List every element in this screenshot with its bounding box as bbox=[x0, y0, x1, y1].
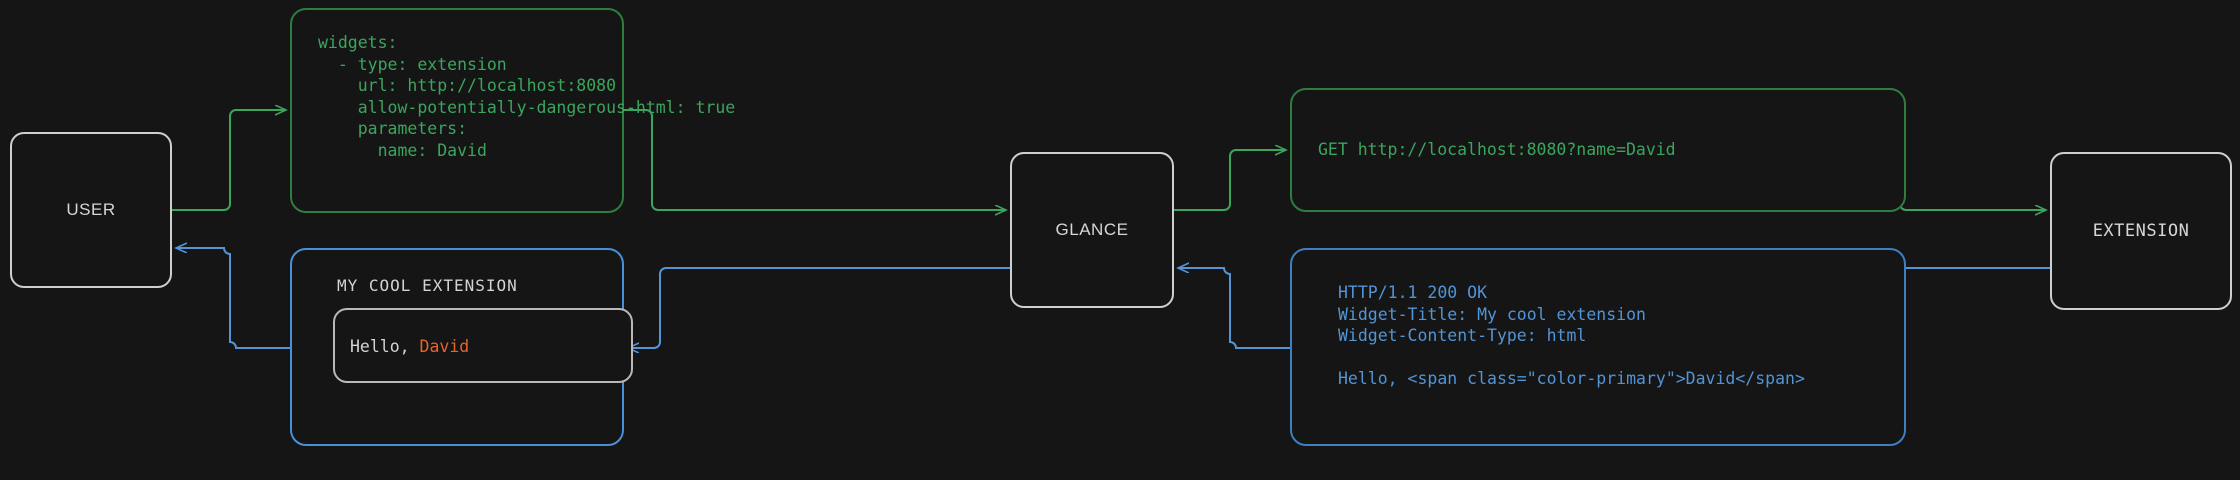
node-glance[interactable]: GLANCE bbox=[1010, 152, 1174, 308]
widget-greeting-name: David bbox=[419, 337, 470, 356]
widget-greeting-prefix: Hello, bbox=[350, 337, 420, 356]
node-user-label: USER bbox=[66, 200, 116, 219]
edge-glance-to-request bbox=[1174, 150, 1286, 211]
edge-response-to-glance bbox=[1178, 268, 1290, 349]
node-extension-label: EXTENSION bbox=[2092, 221, 2190, 241]
node-extension[interactable]: EXTENSION bbox=[2050, 152, 2232, 310]
node-glance-label: GLANCE bbox=[1055, 220, 1129, 239]
http-request-text: GET http://localhost:8080?name=David bbox=[1318, 140, 1676, 160]
config-yaml-box: widgets: - type: extension url: http://l… bbox=[290, 8, 736, 213]
edge-config-to-glance bbox=[624, 109, 1006, 210]
http-response-text: HTTP/1.1 200 OK Widget-Title: My cool ex… bbox=[1338, 283, 1805, 388]
widget-preview-body: Hello, David bbox=[333, 308, 633, 383]
node-user[interactable]: USER bbox=[10, 132, 172, 288]
http-response-box: HTTP/1.1 200 OK Widget-Title: My cool ex… bbox=[1290, 248, 1906, 446]
widget-preview-greeting: Hello, David bbox=[350, 337, 469, 356]
widget-preview-card: MY COOL EXTENSION Hello, David bbox=[290, 248, 633, 446]
http-request-box: GET http://localhost:8080?name=David bbox=[1290, 88, 1906, 212]
edge-widget-to-user bbox=[176, 248, 290, 349]
config-yaml-text: widgets: - type: extension url: http://l… bbox=[318, 33, 736, 160]
edge-glance-to-widget bbox=[628, 267, 1010, 348]
widget-preview-title: MY COOL EXTENSION bbox=[337, 276, 518, 295]
edge-user-to-config bbox=[172, 110, 286, 211]
